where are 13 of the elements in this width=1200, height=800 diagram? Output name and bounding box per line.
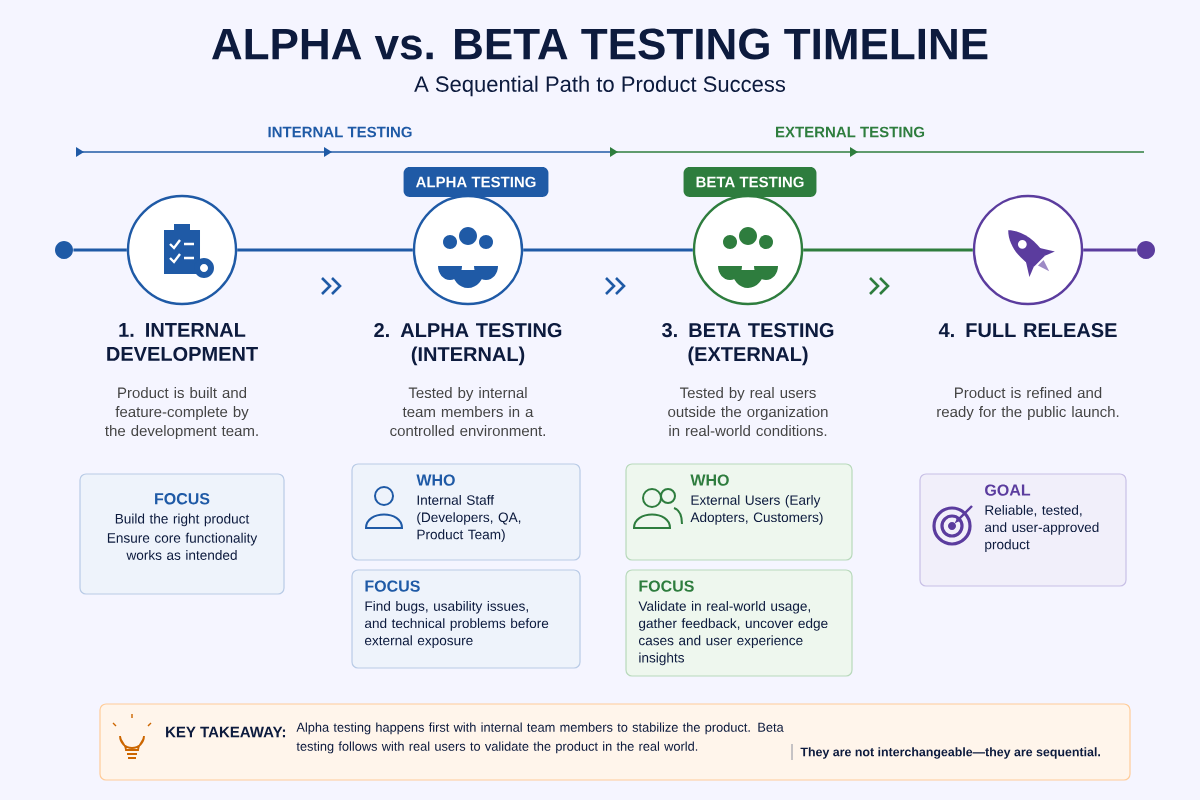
timeline-line: [803, 248, 973, 252]
timeline-line: [237, 248, 413, 252]
timeline-line: [523, 248, 693, 252]
timeline-dot: [1137, 241, 1155, 259]
timeline-line: [1083, 248, 1137, 252]
stage-heading: 2. ALPHA TESTING (INTERNAL): [374, 323, 562, 366]
subtitle: A Sequential Path to Product Success: [414, 75, 786, 97]
stage-heading: 4. FULL RELEASE: [938, 323, 1117, 338]
timeline-line: [73, 248, 127, 252]
stage-heading: 3. BETA TESTING (EXTERNAL): [662, 323, 834, 366]
stage-heading: 1. INTERNAL DEVELOPMENT: [107, 323, 258, 361]
title: ALPHA vs. BETA TESTING TIMELINE: [212, 28, 988, 60]
timeline-dot: [55, 241, 73, 259]
